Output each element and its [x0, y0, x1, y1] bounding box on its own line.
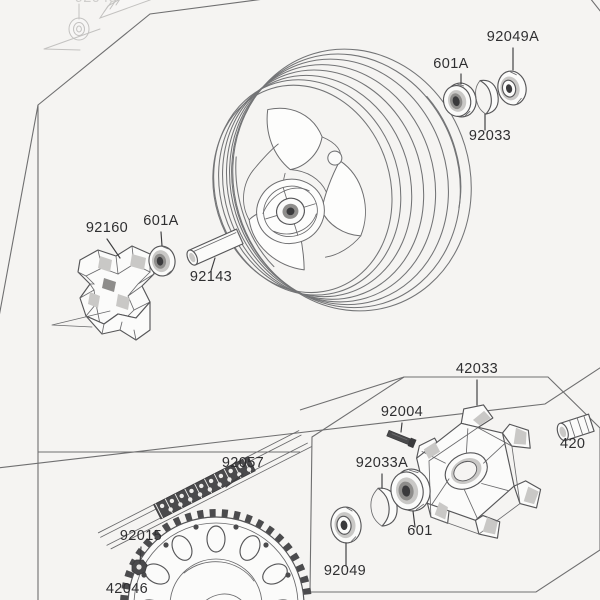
label-92143: 92143	[190, 269, 232, 285]
label-92049-top: 92049	[75, 0, 117, 6]
part-601-bearing-lower	[390, 468, 431, 512]
label-601a-left: 601A	[143, 213, 178, 229]
label-92160: 92160	[86, 220, 128, 236]
part-601a-bearing-right	[442, 82, 477, 118]
part-92143-collar	[186, 228, 244, 266]
label-92049a: 92049A	[487, 29, 539, 45]
part-92033-snap-ring-right	[475, 79, 499, 115]
label-92015: 92015	[120, 528, 162, 544]
part-number-labels: 92049 601A 92049A 92033 92160 601A 92143…	[75, 0, 585, 597]
part-601a-bearing-left	[148, 245, 176, 277]
part-92015-nut	[131, 559, 148, 576]
leader-601-lower	[412, 510, 416, 528]
leader-92015	[139, 546, 142, 564]
label-92033a: 92033A	[356, 455, 408, 471]
part-92057-drive-chain	[97, 430, 312, 550]
rear-wheel-rim	[212, 48, 472, 312]
label-601-lower: 601	[407, 523, 432, 539]
label-92004: 92004	[381, 404, 423, 420]
leader-92160	[106, 238, 121, 259]
label-92033: 92033	[469, 128, 511, 144]
leader-lines	[106, 47, 514, 567]
part-42033-coupling	[416, 404, 542, 539]
panel-coupling-group	[299, 376, 600, 593]
label-42046-partial: 42046	[106, 581, 148, 597]
leader-92004	[400, 422, 403, 433]
top-cutoff-parts	[43, 0, 151, 51]
part-42046-rear-sprocket	[120, 509, 312, 600]
part-92049a-seal-right	[497, 70, 527, 106]
label-92049-lower: 92049	[324, 563, 366, 579]
label-42033: 42033	[456, 361, 498, 377]
part-92004-stud	[386, 429, 417, 449]
label-601a-right: 601A	[433, 56, 468, 72]
leader-92143	[210, 257, 216, 272]
leader-601a-left	[160, 231, 163, 247]
part-92049-seal-lower	[330, 506, 362, 544]
label-420-partial: 420	[560, 436, 585, 452]
part-92160-damper	[51, 245, 155, 341]
part-right-edge-cutoff	[556, 413, 595, 442]
leader-92057	[225, 473, 244, 488]
label-92057: 92057	[222, 455, 264, 471]
